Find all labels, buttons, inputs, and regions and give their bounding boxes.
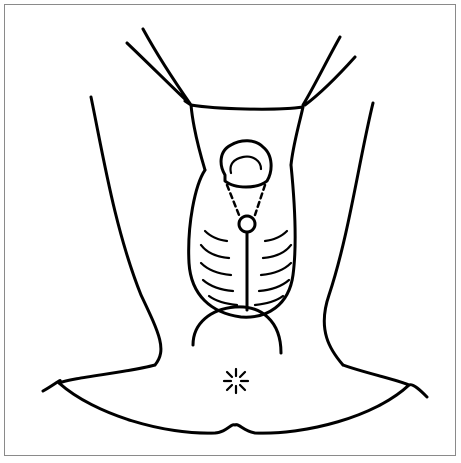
central-frame xyxy=(191,105,303,170)
inner-ring xyxy=(221,141,271,187)
left-ridges xyxy=(201,231,237,305)
right-outer-line xyxy=(324,103,373,365)
dashed-left xyxy=(227,185,239,215)
upper-strands-right xyxy=(303,37,355,105)
inner-ring-inner xyxy=(231,157,262,173)
line-drawing xyxy=(5,5,457,457)
small-circle xyxy=(239,216,255,232)
dashed-right xyxy=(255,185,265,215)
left-hook xyxy=(59,365,155,383)
left-outer-line xyxy=(91,97,161,365)
right-hook xyxy=(343,365,409,385)
star-mark xyxy=(224,369,248,393)
upper-strands-left xyxy=(127,29,191,105)
figure-frame xyxy=(4,4,456,456)
